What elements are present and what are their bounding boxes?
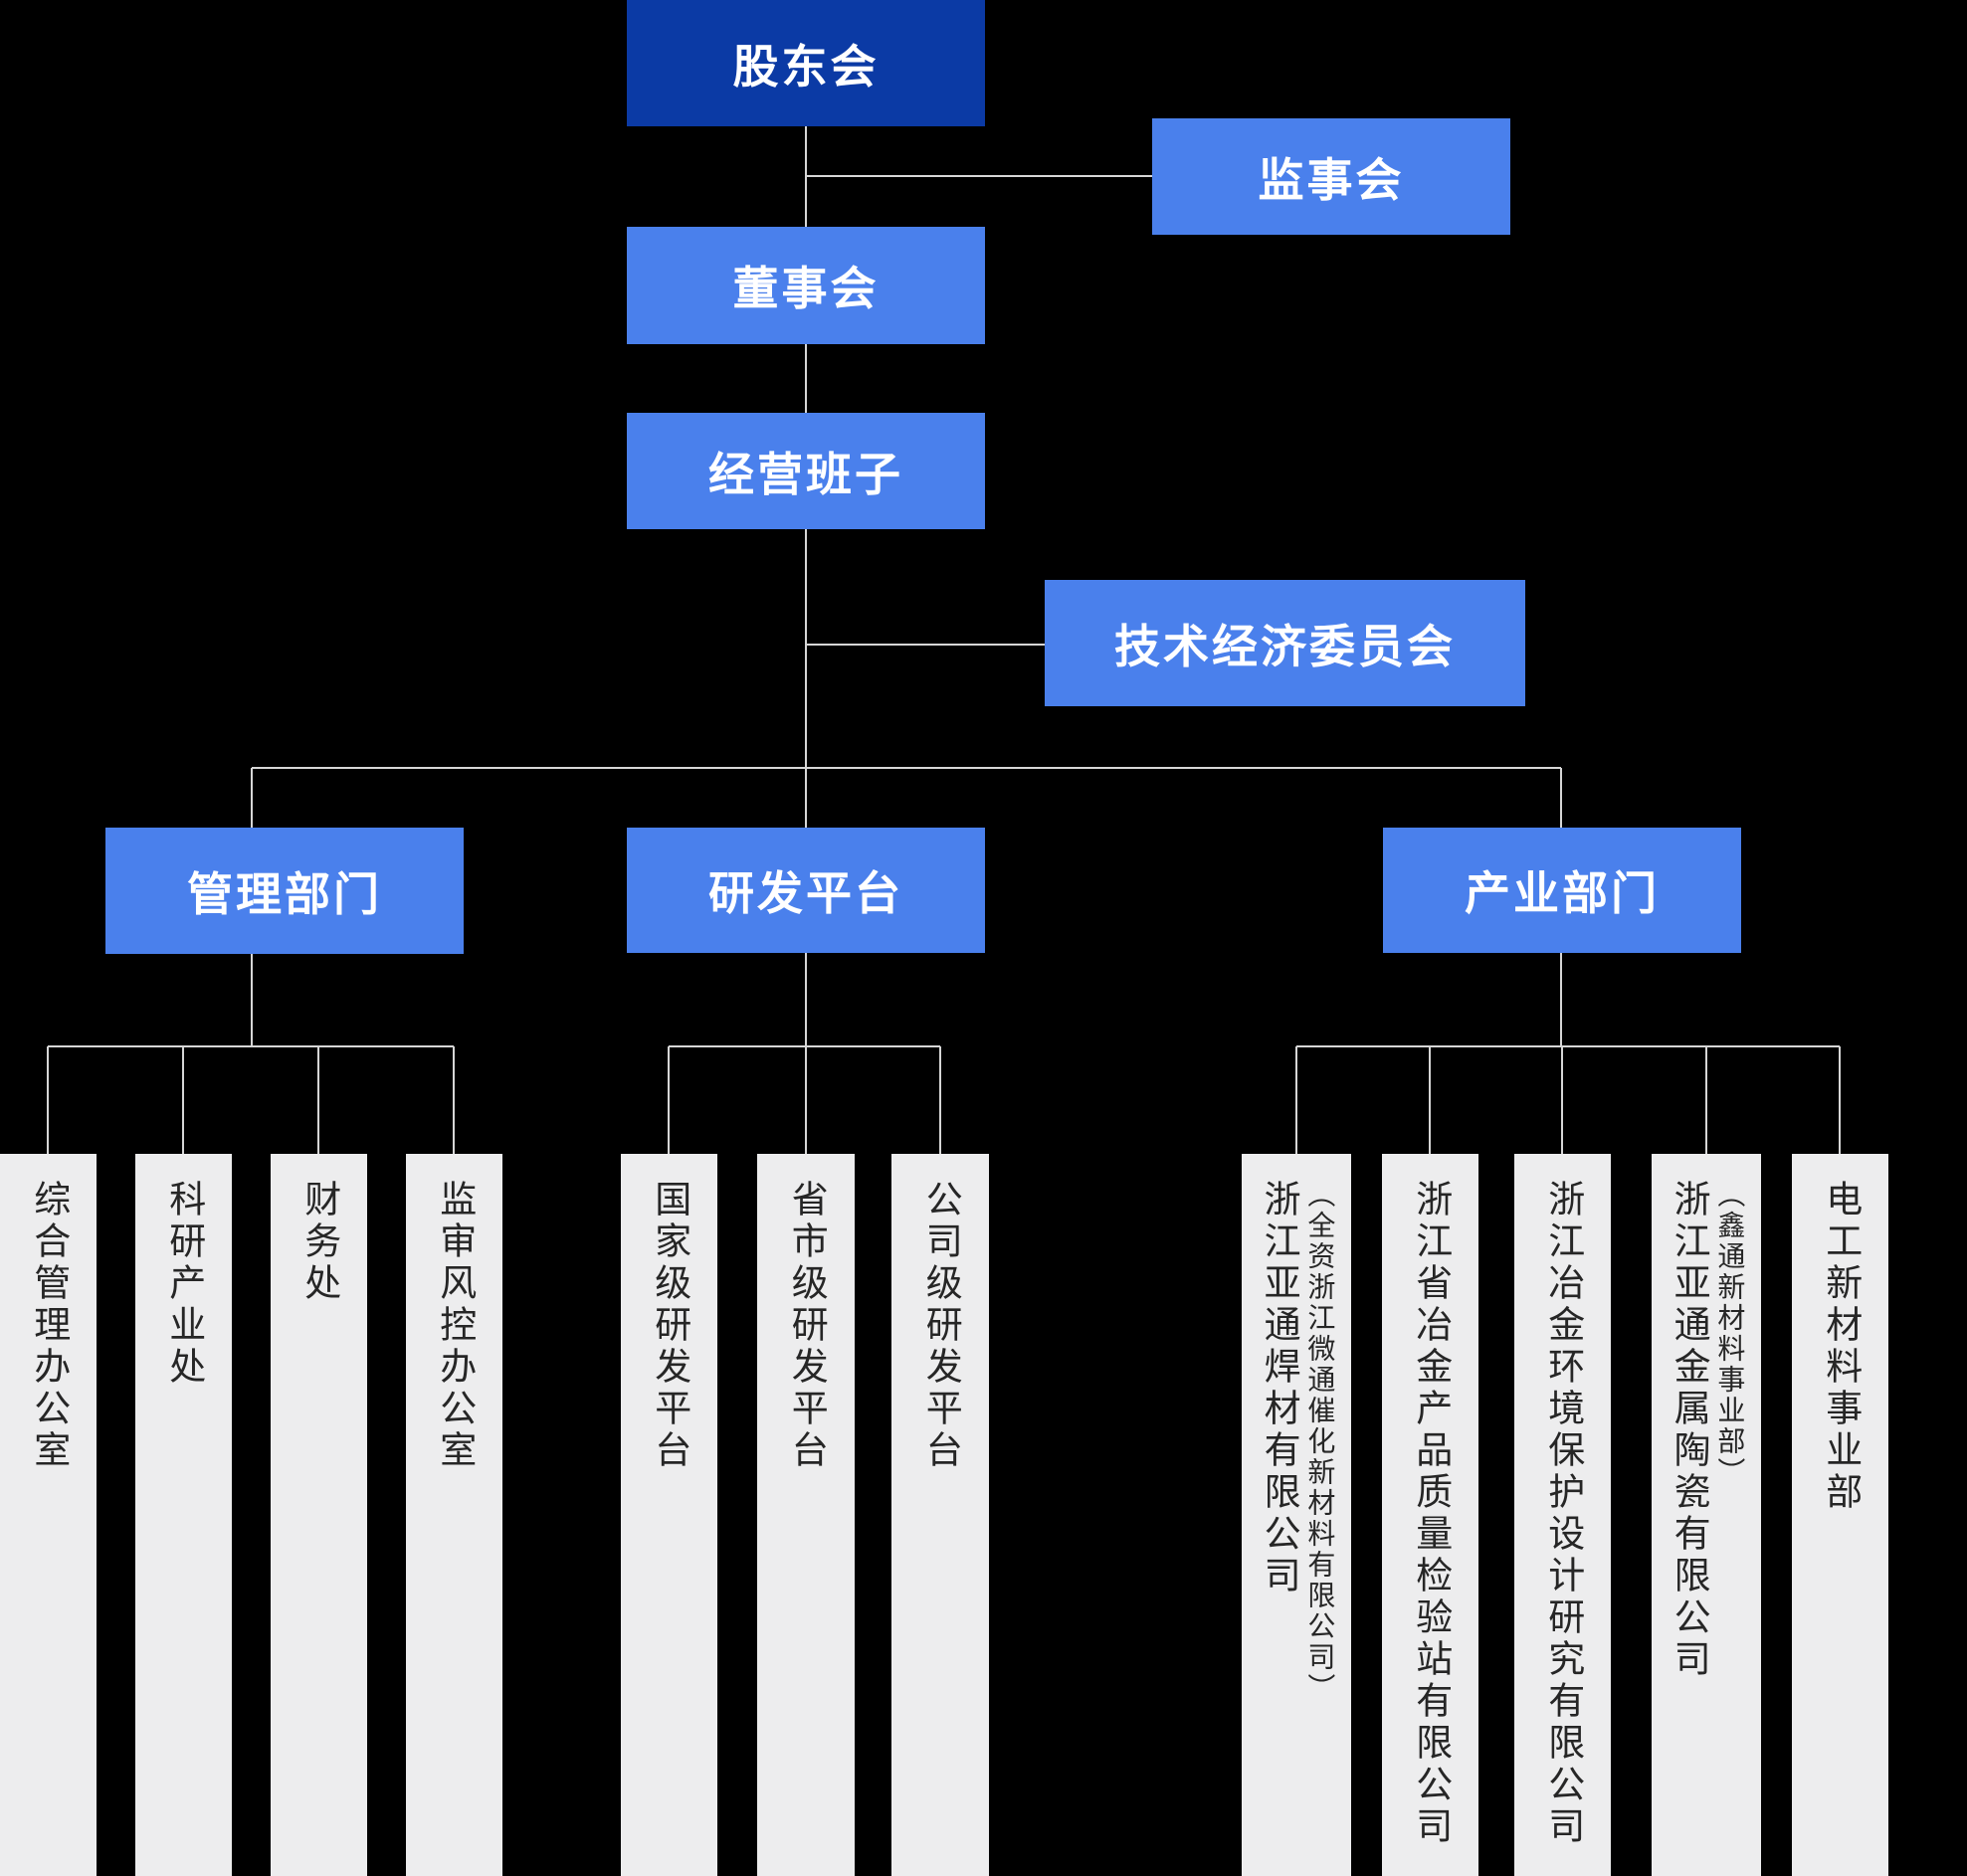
org-leaf-metallurgy-environment-design: 浙江冶金环境保护设计研究有限公司 (1514, 1154, 1611, 1876)
org-node-management-team-label: 经营班子 (708, 447, 903, 501)
org-leaf-metallurgy-quality-inspection: 浙江省冶金产品质量检验站有限公司 (1382, 1154, 1478, 1876)
leaf-label: 监审风控办公室 (433, 1180, 477, 1472)
org-leaf-audit-risk-office: 监审风控办公室 (406, 1154, 502, 1876)
leaf-label: 综合管理办公室 (27, 1180, 71, 1472)
org-node-shareholders-label: 股东会 (732, 39, 880, 94)
leaf-label: 浙江亚通金属陶瓷有限公司 (1668, 1180, 1711, 1681)
leaf-label: 浙江冶金环境保护设计研究有限公司 (1541, 1180, 1585, 1848)
leaf-label: 浙江省冶金产品质量检验站有限公司 (1409, 1180, 1453, 1848)
org-leaf-yatong-cermet: 浙江亚通金属陶瓷有限公司 （鑫通新材料事业部） (1652, 1154, 1761, 1876)
org-node-rd-platform: 研发平台 (627, 828, 985, 953)
org-node-supervisory-board-label: 监事会 (1258, 152, 1405, 207)
org-node-management-dept: 管理部门 (105, 828, 464, 954)
org-node-management-team: 经营班子 (627, 413, 985, 529)
org-node-board-of-directors: 董事会 (627, 227, 985, 344)
org-node-industry-dept: 产业部门 (1383, 828, 1741, 953)
leaf-note: （鑫通新材料事业部） (1713, 1180, 1747, 1488)
org-node-management-dept-label: 管理部门 (187, 866, 382, 921)
org-leaf-yatong-welding: 浙江亚通焊材有限公司 （全资浙江微通催化新材料有限公司） (1242, 1154, 1351, 1876)
org-node-tech-econ-committee-label: 技术经济委员会 (1114, 619, 1456, 673)
org-node-rd-platform-label: 研发平台 (708, 866, 903, 920)
org-node-supervisory-board: 监事会 (1152, 118, 1510, 235)
org-node-tech-econ-committee: 技术经济委员会 (1045, 580, 1525, 706)
leaf-label: 财务处 (297, 1180, 341, 1305)
org-leaf-provincial-rd-platform: 省市级研发平台 (757, 1154, 855, 1876)
leaf-label: 国家级研发平台 (648, 1180, 691, 1472)
org-node-industry-dept-label: 产业部门 (1465, 866, 1660, 920)
leaf-label: 浙江亚通焊材有限公司 (1258, 1180, 1301, 1597)
leaf-label: 省市级研发平台 (785, 1180, 829, 1472)
org-leaf-finance-office: 财务处 (271, 1154, 367, 1876)
org-leaf-national-rd-platform: 国家级研发平台 (621, 1154, 717, 1876)
leaf-label: 电工新材料事业部 (1819, 1180, 1863, 1514)
org-leaf-research-industry-office: 科研产业处 (135, 1154, 232, 1876)
org-node-shareholders: 股东会 (627, 0, 985, 126)
leaf-note: （全资浙江微通催化新材料有限公司） (1303, 1180, 1337, 1704)
leaf-label: 科研产业处 (162, 1180, 206, 1389)
org-leaf-electrical-new-materials: 电工新材料事业部 (1792, 1154, 1888, 1876)
org-node-board-of-directors-label: 董事会 (732, 262, 880, 315)
leaf-label: 公司级研发平台 (919, 1180, 963, 1472)
org-leaf-company-rd-platform: 公司级研发平台 (891, 1154, 989, 1876)
org-leaf-general-management-office: 综合管理办公室 (0, 1154, 97, 1876)
